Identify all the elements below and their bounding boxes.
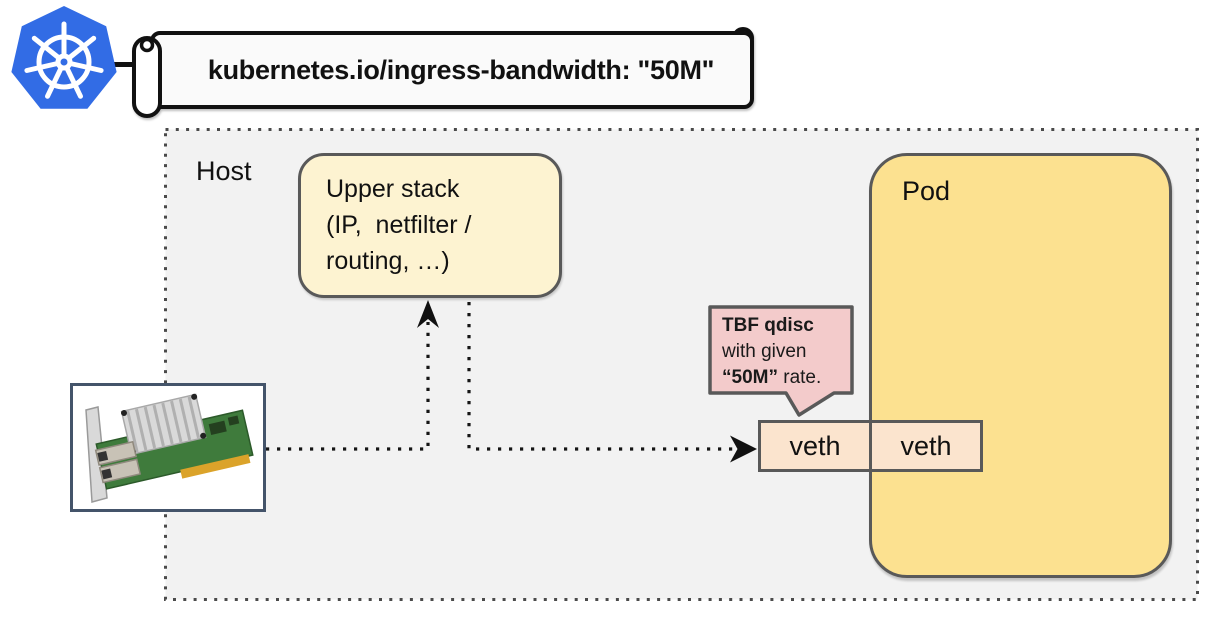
veth-pod-side: veth	[900, 430, 952, 461]
scroll-left-curl	[139, 37, 155, 53]
tbf-callout-text: TBF qdisc with given “50M” rate.	[722, 313, 844, 391]
scroll-shape	[132, 27, 754, 118]
tbf-callout-rate: “50M”	[722, 367, 778, 388]
nic-screw	[200, 432, 207, 439]
arrowhead-right-icon	[730, 435, 757, 463]
nic-screw	[191, 393, 198, 400]
annotation-banner: kubernetes.io/ingress-bandwidth: "50M"	[130, 26, 764, 120]
pod-label: Pod	[902, 176, 951, 206]
upper-stack-text: Upper stack (IP, netfilter / routing, …)	[326, 175, 472, 275]
pod-box: Pod	[869, 153, 1172, 578]
helm-hub-center	[60, 58, 68, 66]
speech-bubble-shape	[708, 305, 854, 417]
veth-pair: veth veth	[758, 420, 983, 472]
veth-host-side: veth	[761, 423, 872, 469]
nic-pcie-edge	[180, 454, 251, 479]
nic-image	[70, 383, 266, 512]
annotation-text: kubernetes.io/ingress-bandwidth: "50M"	[207, 54, 715, 85]
nic-chip	[208, 420, 227, 435]
upper-stack-box: Upper stack (IP, netfilter / routing, …)	[298, 153, 562, 298]
kubernetes-logo-icon	[11, 6, 117, 109]
tbf-callout-bubble	[708, 305, 854, 417]
tbf-callout-line2: with given	[722, 341, 807, 362]
nic-screw	[120, 410, 127, 417]
nic-board-group	[94, 393, 254, 490]
nic-illustration	[85, 393, 254, 503]
nic-sfp-opening	[97, 451, 109, 462]
host-label: Host	[196, 156, 252, 186]
nic-chip	[227, 415, 240, 426]
logo-to-banner-connector	[100, 62, 140, 67]
nic-sfp-opening	[101, 468, 113, 480]
nic-heatsink-fins	[126, 396, 200, 453]
tbf-callout-rate-suffix: rate.	[777, 367, 822, 388]
arrowhead-up-icon	[417, 300, 439, 328]
tbf-callout-title: TBF qdisc	[722, 315, 814, 336]
